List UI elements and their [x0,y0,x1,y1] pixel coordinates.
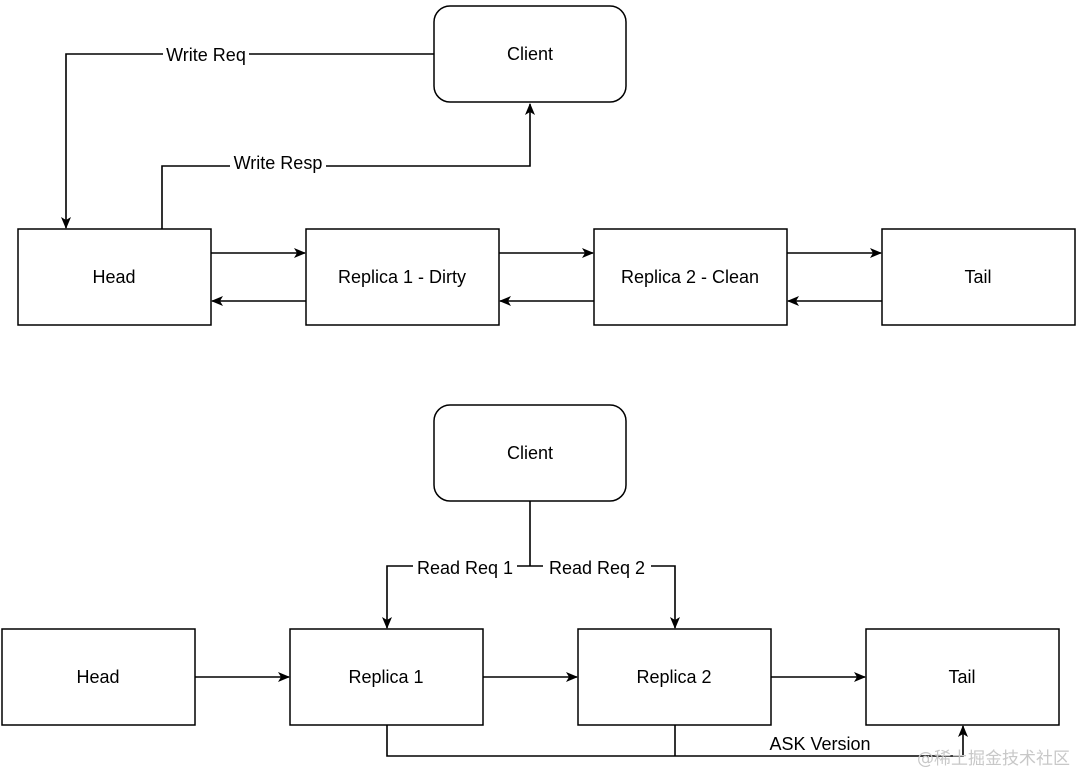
svg-text:Replica 2: Replica 2 [636,667,711,687]
top-replica2-node: Replica 2 - Clean [593,228,788,326]
top-diagram: Write Req Write Resp Client Head Replica… [17,5,1076,326]
write-req-edge [61,53,434,229]
top-client-node: Client [433,5,627,103]
ask-version-label: ASK Version [769,734,870,754]
svg-text:Client: Client [507,443,553,463]
watermark-text: @稀土掘金技术社区 [917,749,1070,769]
bottom-replica2-node: Replica 2 [577,628,772,726]
svg-text:Replica 1: Replica 1 [348,667,423,687]
read-req-2-label: Read Req 2 [549,558,645,578]
bottom-diagram: Read Req 1 Read Req 2 ASK Version Client… [1,404,1060,757]
svg-text:Tail: Tail [948,667,975,687]
svg-text:Replica 2 - Clean: Replica 2 - Clean [621,267,759,287]
top-tail-node: Tail [881,228,1076,326]
bottom-head-node: Head [1,628,196,726]
write-resp-edge [161,103,535,229]
bottom-client-node: Client [433,404,627,502]
svg-text:Tail: Tail [964,267,991,287]
svg-text:Head: Head [92,267,135,287]
svg-text:Replica 1 - Dirty: Replica 1 - Dirty [338,267,466,287]
svg-text:Client: Client [507,44,553,64]
read-req-1-label: Read Req 1 [417,558,513,578]
write-req-label: Write Req [166,45,246,65]
bottom-replica1-node: Replica 1 [289,628,484,726]
svg-text:Head: Head [76,667,119,687]
top-replica1-node: Replica 1 - Dirty [305,228,500,326]
top-head-node: Head [17,228,212,326]
bottom-tail-node: Tail [865,628,1060,726]
write-resp-label: Write Resp [234,153,323,173]
